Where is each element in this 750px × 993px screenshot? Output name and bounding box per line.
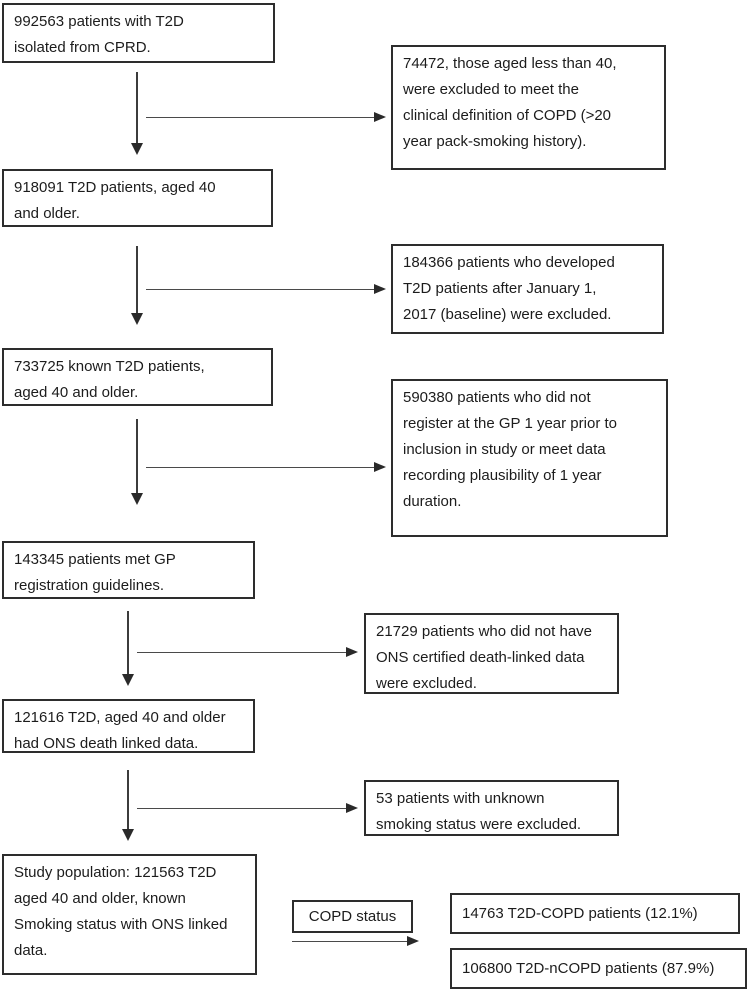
box-copd-status-label: COPD status: [292, 900, 413, 933]
box-aged-40-older: 918091 T2D patients, aged 40 and older.: [2, 169, 273, 227]
box-study-population: Study population: 121563 T2D aged 40 and…: [2, 854, 257, 975]
arrow-right-1-line: [146, 117, 374, 118]
arrow-down-2-head-icon: [131, 313, 143, 325]
arrow-down-3-line: [136, 419, 138, 494]
box-excluded-after-baseline: 184366 patients who developed T2D patien…: [391, 244, 664, 334]
arrow-down-2-line: [136, 246, 138, 314]
box-excluded-gp-plausibility: 590380 patients who did not register at …: [391, 379, 668, 537]
box-excluded-unknown-smoking: 53 patients with unknown smoking status …: [364, 780, 619, 836]
box-t2d-ncopd-patients: 106800 T2D-nCOPD patients (87.9%): [450, 948, 747, 989]
arrow-right-2-line: [146, 289, 374, 290]
arrow-right-2-head-icon: [374, 284, 386, 294]
arrow-down-1-line: [136, 72, 138, 144]
arrow-right-copd-head-icon: [407, 936, 419, 946]
arrow-down-4-line: [127, 611, 129, 675]
box-excluded-under-40: 74472, those aged less than 40, were exc…: [391, 45, 666, 170]
arrow-right-4-head-icon: [346, 647, 358, 657]
arrow-right-3-head-icon: [374, 462, 386, 472]
box-ons-death-linked: 121616 T2D, aged 40 and older had ONS de…: [2, 699, 255, 753]
box-known-t2d: 733725 known T2D patients, aged 40 and o…: [2, 348, 273, 406]
arrow-down-5-line: [127, 770, 129, 830]
arrow-down-4-head-icon: [122, 674, 134, 686]
arrow-down-5-head-icon: [122, 829, 134, 841]
arrow-right-5-head-icon: [346, 803, 358, 813]
arrow-right-1-head-icon: [374, 112, 386, 122]
box-t2d-copd-patients: 14763 T2D-COPD patients (12.1%): [450, 893, 740, 934]
arrow-right-4-line: [137, 652, 346, 653]
arrow-down-1-head-icon: [131, 143, 143, 155]
arrow-down-3-head-icon: [131, 493, 143, 505]
arrow-right-3-line: [146, 467, 374, 468]
arrow-right-copd-line: [292, 941, 407, 942]
box-gp-registration: 143345 patients met GP registration guid…: [2, 541, 255, 599]
box-excluded-no-ons-data: 21729 patients who did not have ONS cert…: [364, 613, 619, 694]
box-patients-with-t2d: 992563 patients with T2D isolated from C…: [2, 3, 275, 63]
arrow-right-5-line: [137, 808, 346, 809]
